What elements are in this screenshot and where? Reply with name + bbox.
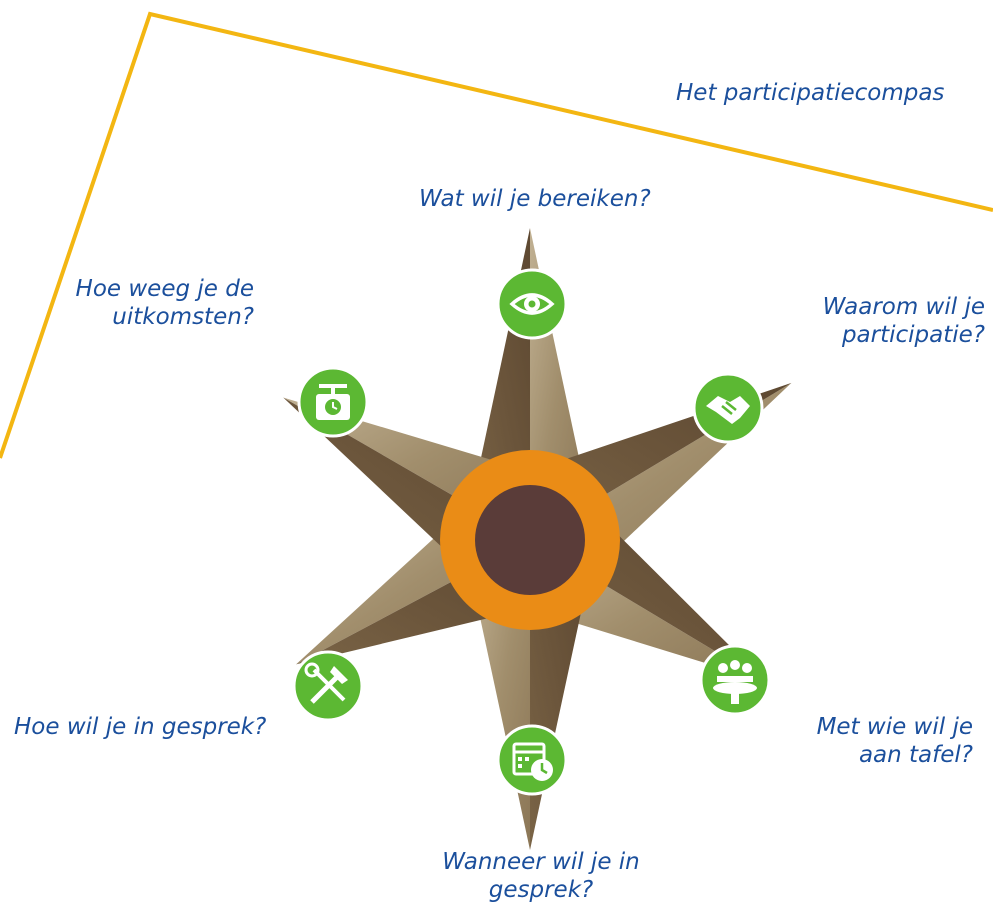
diagram-title: Het participatiecompas — [676, 79, 944, 107]
label-wanneer-in-gesprek: Wanneer wil je in gesprek? — [423, 848, 659, 904]
label-waarom-participatie: Waarom wil je participatie? — [823, 293, 985, 349]
label-met-wie-aan-tafel: Met wie wil je aan tafel? — [817, 713, 973, 769]
eye-icon — [498, 270, 566, 338]
scale-icon — [299, 368, 367, 436]
tools-icon — [294, 652, 362, 720]
handshake-icon — [694, 374, 762, 442]
label-hoe-in-gesprek: Hoe wil je in gesprek? — [14, 713, 266, 741]
calendar-clock-icon — [498, 726, 566, 794]
label-hoe-weeg-uitkomsten: Hoe weeg je de uitkomsten? — [68, 275, 254, 331]
hub-center-disc — [475, 485, 585, 595]
label-wat-wil-je-bereiken: Wat wil je bereiken? — [419, 185, 651, 213]
meeting-table-icon — [701, 646, 769, 714]
compass-hub — [440, 450, 620, 630]
